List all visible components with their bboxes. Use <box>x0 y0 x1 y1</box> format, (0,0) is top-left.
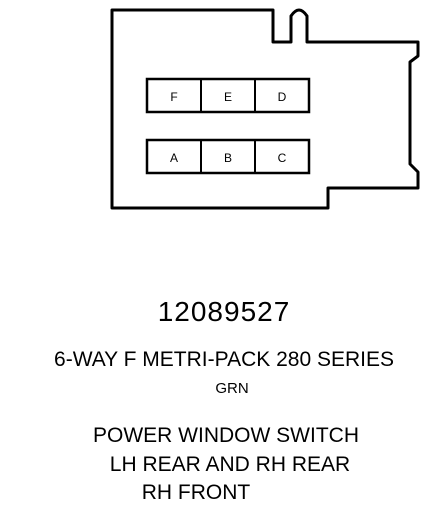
connector-housing <box>110 8 420 210</box>
bottom-pin-row <box>145 138 311 175</box>
function-line-1: POWER WINDOW SWITCH <box>93 424 359 447</box>
part-number: 12089527 <box>157 296 291 327</box>
connector-color: GRN <box>215 380 249 397</box>
pin-d-label: D <box>278 90 287 104</box>
pin-c-label: C <box>278 151 287 165</box>
connector-diagram: F E D A B C <box>110 8 420 210</box>
pin-e-label: E <box>224 90 232 104</box>
pin-f-label: F <box>170 90 177 104</box>
function-line-3: RH FRONT <box>141 481 251 504</box>
pin-b-label: B <box>224 151 232 165</box>
connector-series: 6-WAY F METRI-PACK 280 SERIES <box>54 348 394 371</box>
function-line-2: LH REAR AND RH REAR <box>109 453 351 476</box>
pin-a-label: A <box>170 151 178 165</box>
top-pin-row <box>145 77 311 114</box>
